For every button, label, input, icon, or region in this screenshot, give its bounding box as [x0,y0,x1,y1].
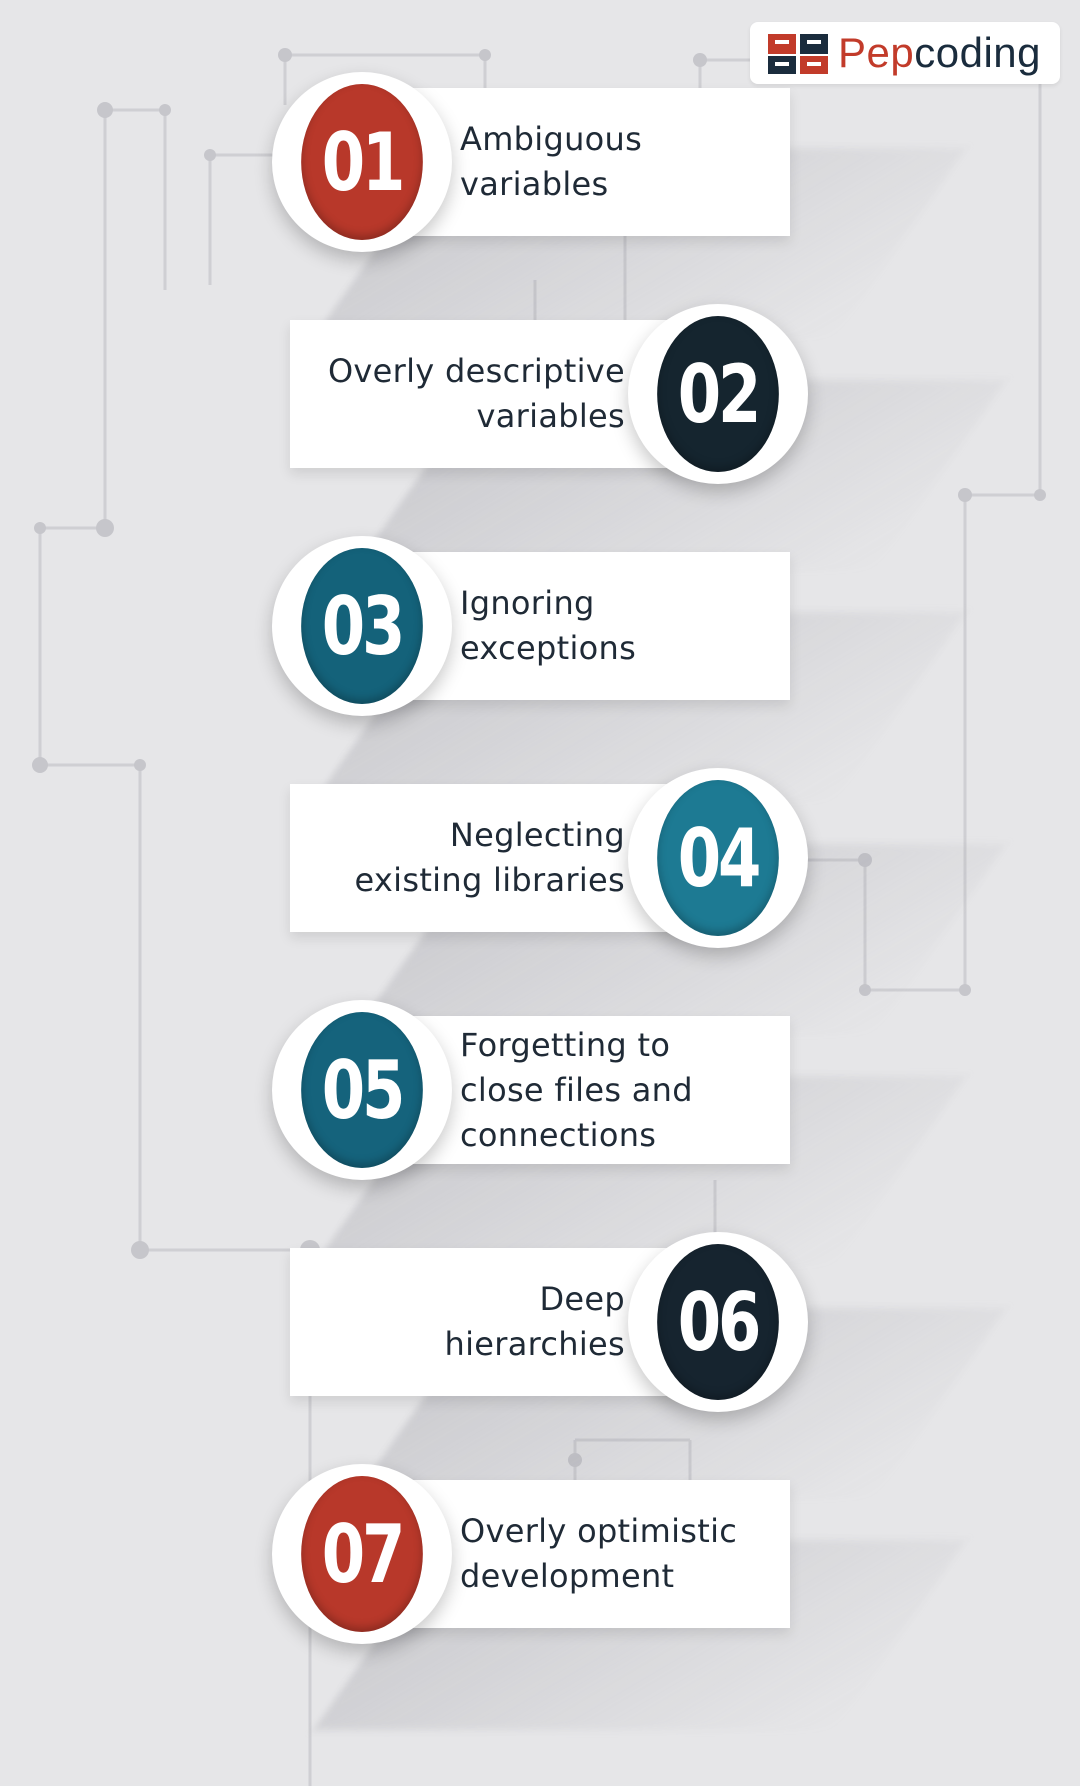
step-number-badge: 04 [628,768,808,948]
step-number: 03 [301,548,423,704]
logo-text-rest: coding [914,29,1041,76]
step-label: Ambiguous variables [460,120,643,203]
step-label: Deep hierarchies [444,1280,625,1363]
step-number-badge: 05 [272,1000,452,1180]
step-number: 06 [657,1244,779,1400]
step-label: Neglecting existing libraries [354,816,625,899]
step-number: 05 [301,1012,423,1168]
step-number-badge: 07 [272,1464,452,1644]
pepcoding-logo-text: Pepcoding [838,29,1041,77]
step-label: Forgetting to close files and connection… [460,1025,693,1154]
pepcoding-logo: Pepcoding [750,22,1060,84]
logo-text-accent: Pep [838,29,915,76]
step-label: Overly descriptive variables [327,352,625,435]
step-number-badge: 06 [628,1232,808,1412]
step-number-badge: 03 [272,536,452,716]
step-label: Ignoring exceptions [460,584,637,667]
step-number-badge: 02 [628,304,808,484]
step-number: 07 [301,1476,423,1632]
pepcoding-logo-mark [768,34,828,74]
step-number: 04 [657,780,779,936]
step-number: 02 [657,316,779,472]
step-number-badge: 01 [272,72,452,252]
step-label: Overly optimistic development [460,1512,738,1595]
step-number: 01 [301,84,423,240]
